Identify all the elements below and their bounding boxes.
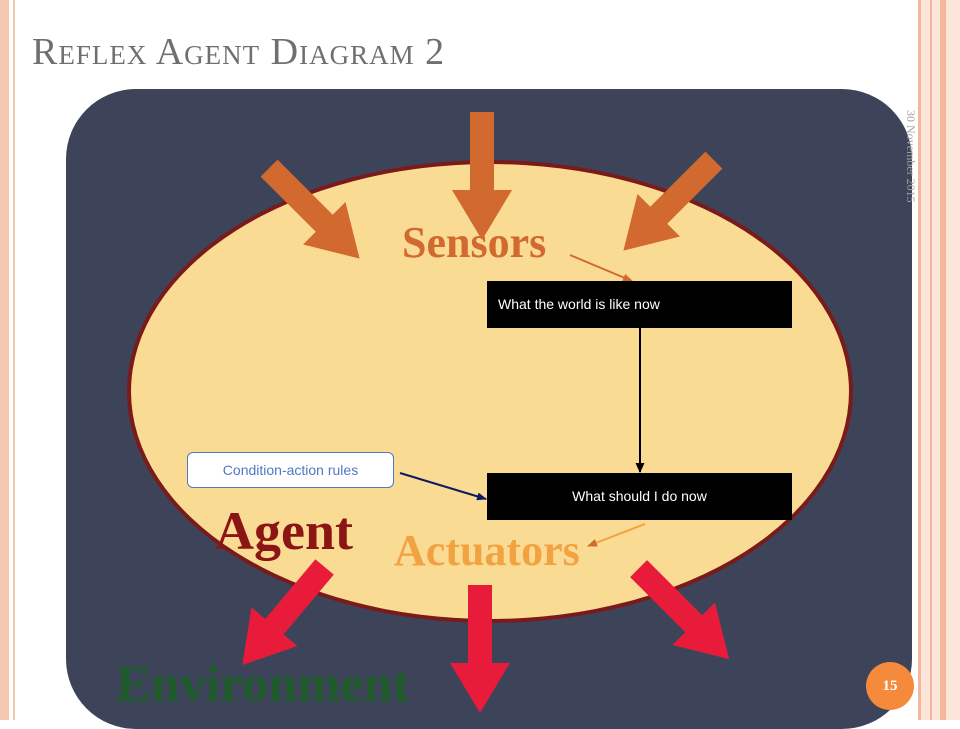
sensor-arrow-center xyxy=(452,112,512,240)
sensors-connector xyxy=(569,254,633,282)
frame-left-line xyxy=(13,0,15,720)
frame-right-band xyxy=(918,0,960,720)
actuator-arrow-right xyxy=(630,560,730,660)
actuator-arrow-left xyxy=(242,559,334,665)
actuator-arrow-center xyxy=(450,585,510,713)
slide-date: 30 November 2015 xyxy=(904,110,918,203)
rules-to-action-connector xyxy=(399,472,487,501)
environment-label: Environment xyxy=(116,656,410,713)
slide-title: Reflex Agent Diagram 2 xyxy=(32,31,446,73)
frame-right-line xyxy=(918,0,921,720)
frame-right-line xyxy=(930,0,932,720)
actuators-label: Actuators xyxy=(394,526,580,575)
frame-right-line xyxy=(940,0,946,720)
sensor-arrow-right xyxy=(623,151,723,251)
sensors-label: Sensors xyxy=(402,218,547,267)
frame-left-bar xyxy=(0,0,9,720)
action-box: What should I do now xyxy=(487,473,792,520)
sensor-arrow-left xyxy=(260,159,360,259)
page-number-badge: 15 xyxy=(866,662,914,710)
rules-box: Condition-action rules xyxy=(187,452,394,488)
actuators-connector xyxy=(587,523,646,547)
percept-box: What the world is like now xyxy=(487,281,792,328)
agent-label: Agent xyxy=(215,501,353,561)
